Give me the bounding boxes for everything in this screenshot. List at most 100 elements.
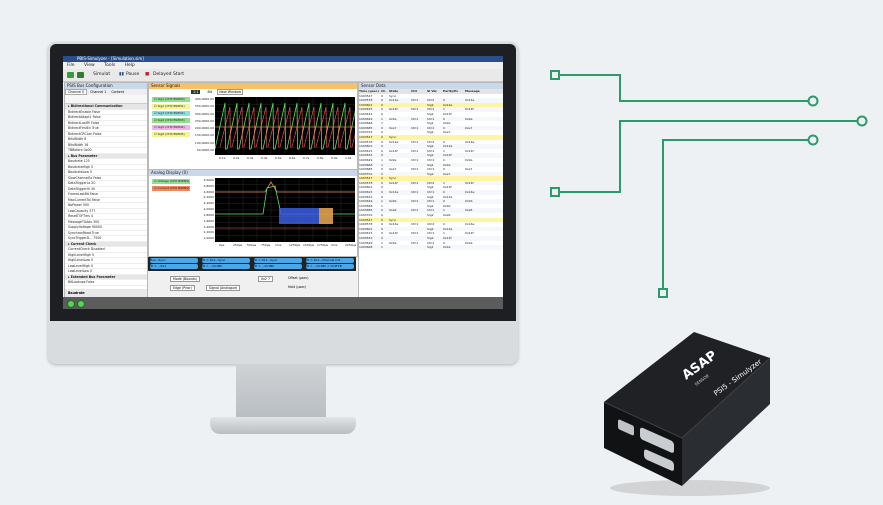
menu-file[interactable]: File: [67, 63, 75, 68]
config-property-row[interactable]: BaudrateHigh 5: [65, 165, 147, 170]
pause-button[interactable]: Pause: [126, 72, 140, 77]
config-property-row[interactable]: SynchronRead True: [65, 231, 147, 236]
trigger-mode-select[interactable]: Mode (Bounds): [170, 276, 201, 282]
signal-channel-item[interactable]: ☑ Sig5 (CH0 BSEN4): [152, 125, 190, 130]
config-property-row[interactable]: BidirectLastFil False: [65, 121, 147, 126]
config-property-row[interactable]: DataTriggerHi 40: [65, 187, 147, 192]
trigger-value-field[interactable]: 0x2 7: [258, 276, 273, 282]
pause-icon[interactable]: ▮▮: [119, 72, 124, 77]
config-property-row[interactable]: LowLevelLow 0: [65, 269, 147, 275]
config-property-row[interactable]: LowLevelHigh 0: [65, 264, 147, 269]
column-header[interactable]: Ch: [381, 89, 386, 93]
trigger-signal-select[interactable]: Signal (Analogue): [206, 285, 241, 291]
signal-channel-item[interactable]: ☑ Sig3 (CH0 BSEN2): [152, 111, 190, 116]
config-property-row[interactable]: DataTriggerLo 20: [65, 181, 147, 187]
bus-frame-bar[interactable]: ID = 0x1...Sync: [254, 258, 302, 263]
column-header[interactable]: Parity/Ex: [443, 89, 459, 93]
column-header[interactable]: Time (µsec): [359, 89, 379, 93]
config-property-row[interactable]: TBBefore 0x00: [65, 148, 147, 154]
bus-frame-bar[interactable]: ID = 0x1...Sync: [202, 258, 250, 263]
bus-frame-bar[interactable]: ID = ...0x1B0 = 0x3F1B: [306, 264, 354, 269]
config-section-header[interactable]: ▸ Current Check: [65, 241, 147, 247]
tab-channel-0[interactable]: Channel 0: [65, 89, 88, 95]
config-property-row[interactable]: BitsWidth 8: [65, 137, 147, 143]
config-section-header[interactable]: ▸ Extended Bus Parameter: [65, 274, 147, 280]
config-property-row[interactable]: HighLevelLow 0: [65, 258, 147, 264]
tab-channel-1[interactable]: Channel 1: [90, 90, 107, 94]
config-property-row[interactable]: SlowChannelSz False: [65, 176, 147, 181]
config-property-row[interactable]: BidirectEnable False: [65, 110, 147, 115]
config-section-header[interactable]: ▸ Bus Parameter: [65, 153, 147, 159]
signal-channel-item[interactable]: ☑ Sig2 (CH0 BSEN1): [152, 104, 190, 109]
config-property-row[interactable]: BitLookups False: [65, 280, 147, 286]
config-property-row[interactable]: MaxCurrentTol False: [65, 198, 147, 203]
simulate-button[interactable]: Simulat: [93, 72, 111, 77]
play-icon[interactable]: [67, 72, 74, 78]
bus-frame-bar[interactable]: ID = 0x1...Channel Init: [306, 258, 354, 263]
config-property-row[interactable]: Baudrate 125: [65, 159, 147, 165]
analog-channel-item[interactable]: ☑ Voltage (CH0 BSENS): [152, 179, 190, 184]
config-property-row[interactable]: CurrentCheck Disabled: [65, 247, 147, 253]
config-property-row[interactable]: SyncTriggerD... 7500: [65, 236, 147, 242]
refresh-icon[interactable]: [77, 72, 84, 78]
bus-frame-bar[interactable]: ID = ...0x1B0: [254, 264, 302, 269]
config-property-row[interactable]: BidirectFirstEn True: [65, 126, 147, 132]
column-header[interactable]: Message: [465, 89, 480, 93]
config-property-row[interactable]: MessageTXAdv 300: [65, 220, 147, 225]
config-property-row[interactable]: HighLevelHigh 0: [65, 253, 147, 258]
signal-channel-item[interactable]: ☑ Sig6 (CH0 BSEN5): [152, 132, 190, 137]
column-header[interactable]: SI Val: [427, 89, 437, 93]
config-property-row[interactable]: BitsWidth 16: [65, 143, 147, 148]
config-property-row[interactable]: BidirectCRCLen False: [65, 132, 147, 137]
delayed-start-button[interactable]: Delayed Start: [153, 72, 184, 77]
stop-icon[interactable]: ■: [145, 72, 150, 77]
bus-frame-bar[interactable]: ID = ...0x1: [150, 264, 198, 269]
zoom-select[interactable]: 1:1: [191, 90, 201, 94]
config-property-row[interactable]: NoPower 500: [65, 203, 147, 209]
unit-select[interactable]: Bit: [207, 90, 213, 94]
new-window-button[interactable]: New Window: [217, 89, 244, 95]
trigger-edge-select[interactable]: Edge (Prior): [170, 285, 195, 291]
config-property-row[interactable]: BaudrateLow 5: [65, 170, 147, 176]
menu-view[interactable]: View: [83, 63, 95, 68]
bus-frame-bar[interactable]: ID = ...0x1B0: [202, 264, 250, 269]
analog-channel-item[interactable]: ☑ Current (CH0 BSENS): [152, 186, 190, 191]
config-property-row[interactable]: SupplyVoltage 90000: [65, 225, 147, 231]
menu-help[interactable]: Help: [124, 63, 135, 68]
column-header[interactable]: State: [389, 89, 399, 93]
config-section-header[interactable]: ▸ Bidirectional Communication: [65, 104, 147, 110]
config-property-row[interactable]: LowCapacity 377: [65, 209, 147, 214]
bus-frame-bar[interactable]: Bus...Sync: [150, 258, 198, 263]
menu-tools[interactable]: Tools: [104, 63, 116, 68]
